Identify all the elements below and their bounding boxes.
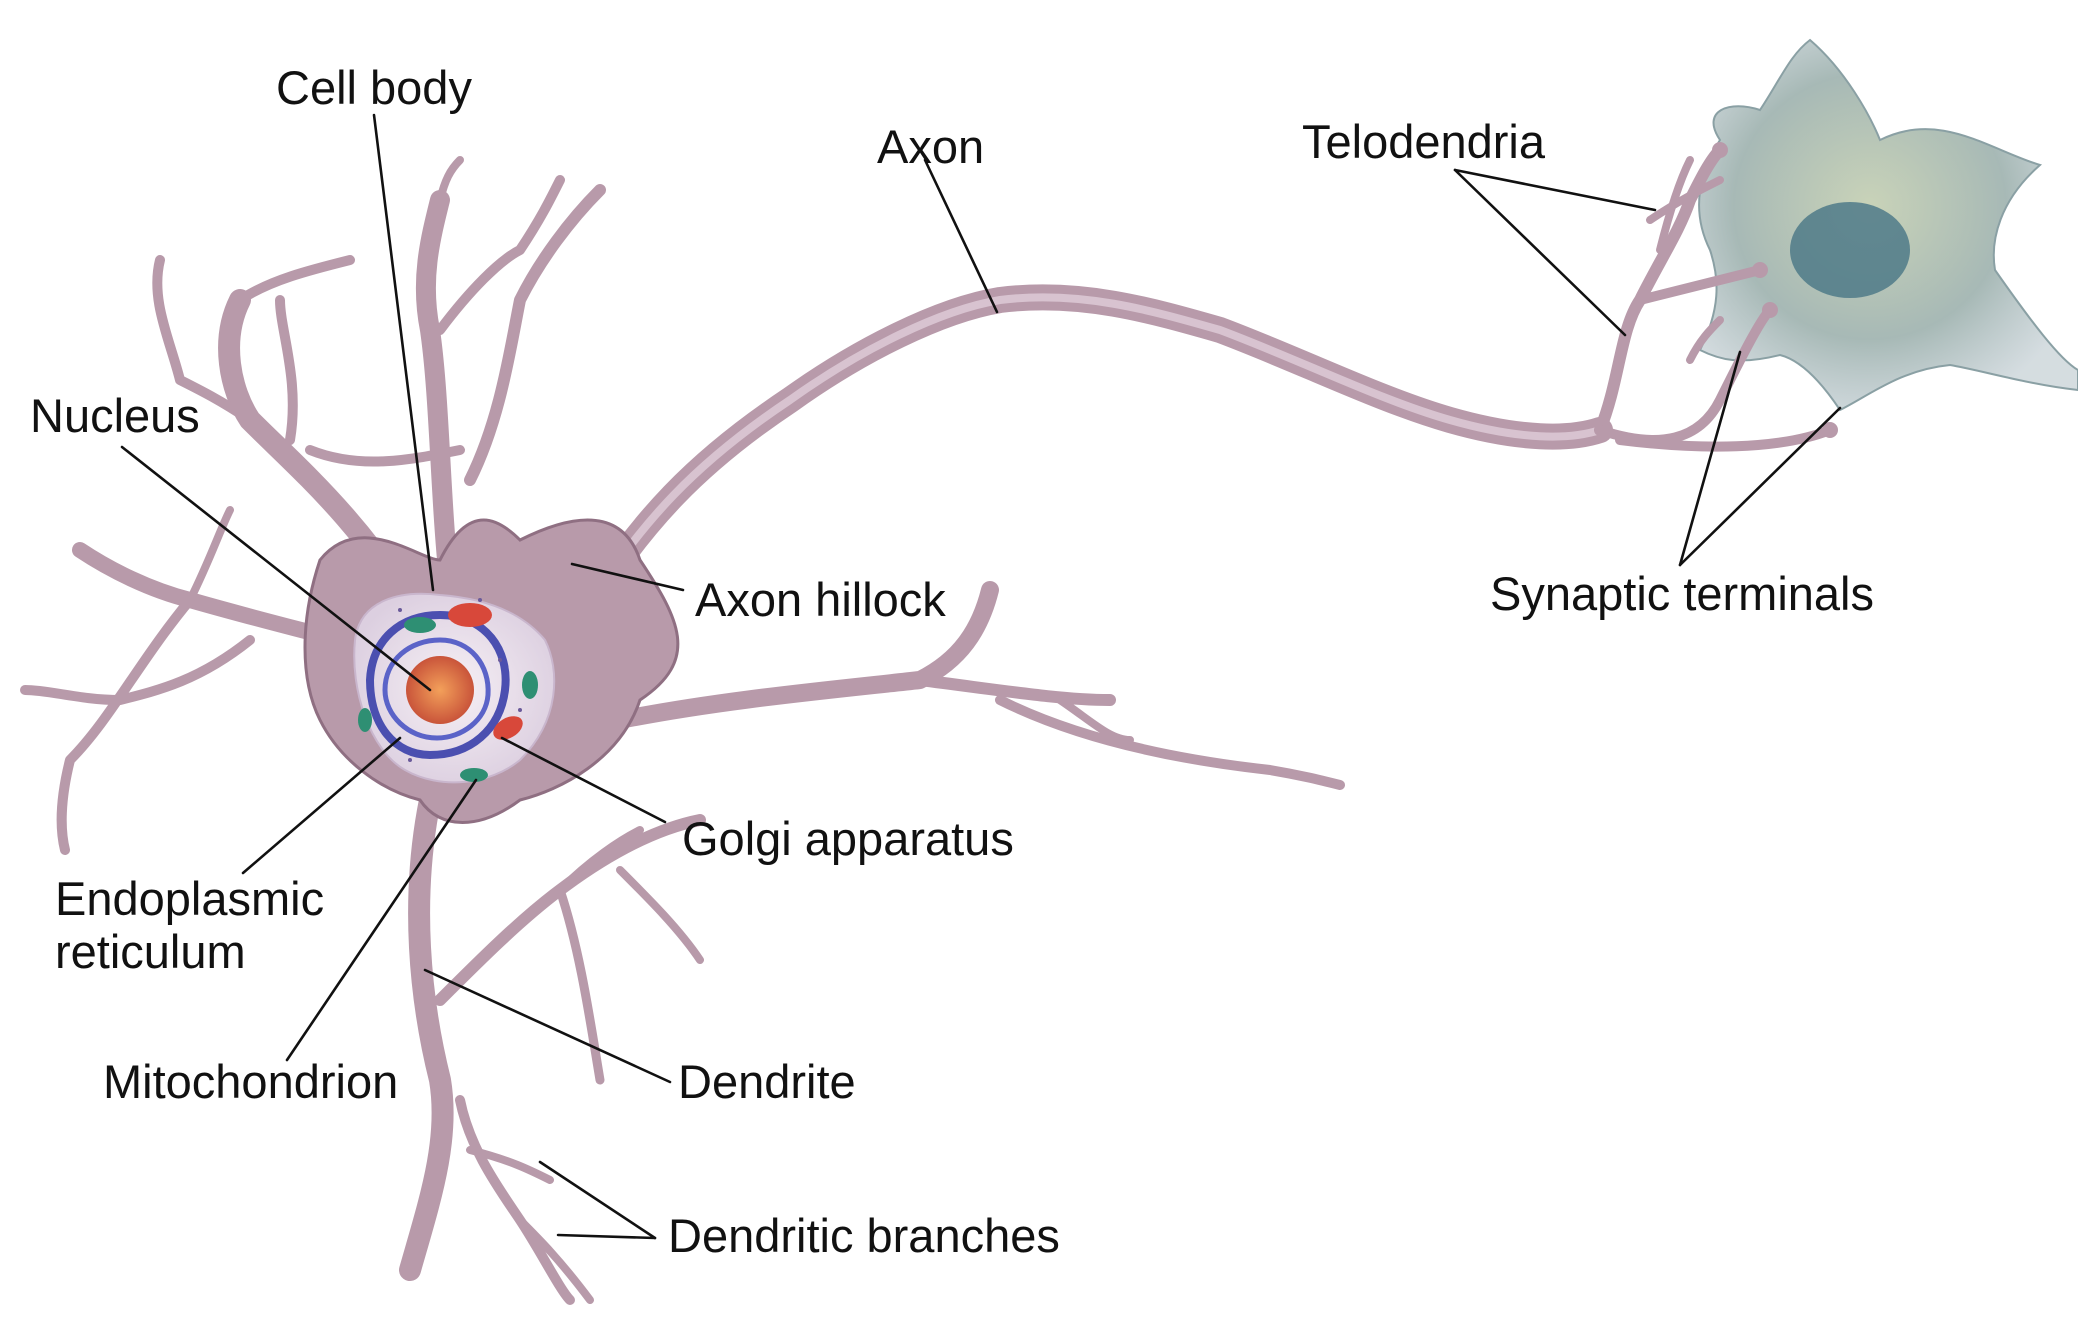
telodendria [1594,142,1838,452]
label-telodendria: Telodendria [1302,115,1546,168]
label-axon: Axon [877,120,984,173]
label-nucleus: Nucleus [30,389,200,442]
axon [567,284,1613,633]
label-axon-hillock: Axon hillock [695,573,946,626]
mitochondrion [404,617,436,633]
label-dendrite: Dendrite [678,1055,856,1108]
label-reticulum: reticulum [55,925,246,978]
cell-body [303,518,680,824]
golgi-apparatus [493,716,523,740]
label-mitochondrion: Mitochondrion [103,1055,398,1108]
label-synaptic-terminals: Synaptic terminals [1490,567,1874,620]
leader-lines [120,113,1842,1240]
target-nucleus [1790,202,1910,298]
label-dendritic-branches: Dendritic branches [668,1209,1060,1262]
label-endoplasmic: Endoplasmic [55,872,324,925]
target-cell [1698,38,2078,412]
labels: Cell body Axon Telodendria Nucleus Axon … [30,61,1874,1262]
label-golgi-apparatus: Golgi apparatus [682,812,1014,865]
dendrites [20,156,1345,1305]
label-cell-body: Cell body [276,61,472,114]
nucleus [406,656,474,724]
